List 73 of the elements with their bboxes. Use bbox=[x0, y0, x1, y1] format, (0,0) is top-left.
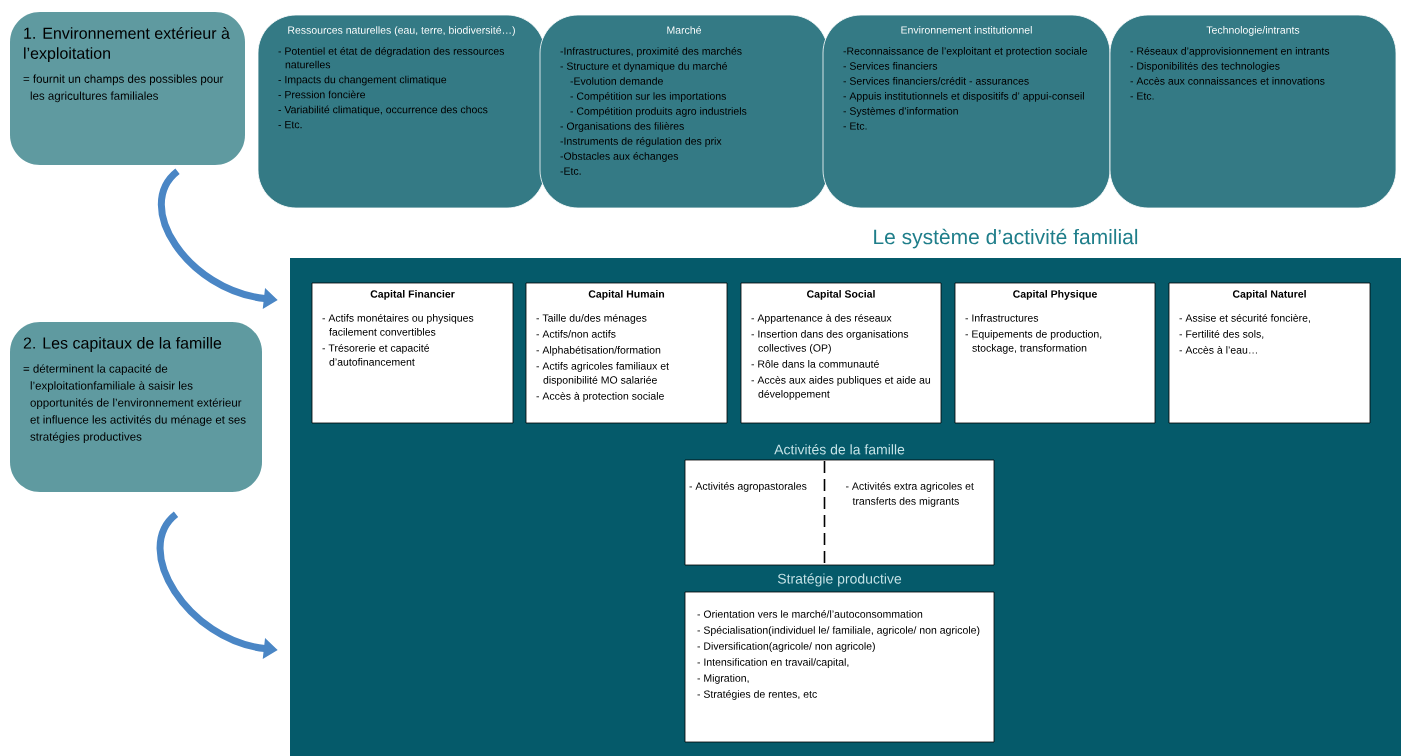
bullet-item: - Actifs monétaires ou physiques facilement convertibles bbox=[322, 313, 474, 336]
bullet-item: - Services financiers/crédit - assurances bbox=[843, 76, 1029, 85]
capital-box bbox=[1168, 282, 1371, 424]
box-heading: Environnement institutionnel bbox=[901, 26, 1032, 34]
bullet-item: - Organisations des filières bbox=[560, 122, 684, 132]
bullet-item: - Etc. bbox=[278, 121, 302, 129]
bullet-item: -Instruments de régulation des prix bbox=[560, 137, 722, 147]
box-heading: Marché bbox=[667, 26, 702, 34]
bullet-item: - Migration, bbox=[697, 674, 749, 684]
section-heading: Activités de la famille bbox=[774, 444, 905, 455]
rounded-box bbox=[10, 12, 245, 165]
bullet-item: - Stratégies de rentes, etc bbox=[697, 690, 817, 700]
bullet-item: - Insertion dans des organisations collectives (OP) bbox=[751, 330, 909, 354]
capital-box bbox=[525, 282, 728, 424]
bullet-item: -Infrastructures, proximité des marchés bbox=[560, 47, 742, 57]
box-heading: 2. Les capitaux de la famille bbox=[23, 337, 222, 352]
bullet-item: - Etc. bbox=[843, 122, 867, 130]
box-text: = fournit un champs des possibles pour les agricultures familiales bbox=[23, 74, 224, 103]
bullet-item: - Diversification(agricole/ non agricole) bbox=[697, 642, 875, 652]
capital-box bbox=[311, 282, 514, 424]
box-heading: Capital Social bbox=[807, 290, 875, 300]
bullet-item: - Compétition produits agro industriels bbox=[570, 107, 747, 117]
bullet-item: - Accès aux connaissances et innovations bbox=[1130, 76, 1325, 85]
bullet-item: - Orientation vers le marché/l’autoconsommation bbox=[697, 610, 923, 618]
section-heading: Stratégie productive bbox=[777, 573, 902, 587]
bullet-item: - Accès à protection sociale bbox=[536, 391, 664, 402]
rounded-box bbox=[1109, 14, 1397, 209]
bullet-item: - Equipements de production, stockage, transformation bbox=[965, 330, 1102, 354]
bullet-item: - Fertilité des sols, bbox=[1179, 329, 1264, 339]
bullet-item: - Systèmes d’information bbox=[843, 106, 958, 117]
bullet-item: - Compétition sur les importations bbox=[570, 92, 726, 102]
bullet-item: - Disponibilités des technologies bbox=[1130, 61, 1280, 72]
box-heading: Capital Physique bbox=[1013, 290, 1097, 300]
bullet-item: - Actifs agricoles familiaux et disponibilité MO salariée bbox=[536, 362, 669, 386]
bullet-item: - Rôle dans la communauté bbox=[751, 359, 879, 368]
box-heading: Ressources naturelles (eau, terre, biodiversité…) bbox=[288, 26, 515, 36]
box-heading: 1. Environnement extérieur à l’exploitation bbox=[24, 27, 230, 63]
bullet-item: - Appuis institutionnels et dispositifs d’ appui-conseil bbox=[843, 92, 1084, 102]
bullet-item: - Trésorerie et capacité d’autofinancement bbox=[322, 343, 430, 366]
box-heading: Technologie/intrants bbox=[1206, 26, 1300, 36]
bullet-item: - Actifs/non actifs bbox=[536, 330, 616, 338]
bullet-item: - Etc. bbox=[1130, 92, 1154, 100]
capital-box bbox=[954, 282, 1156, 424]
rounded-box bbox=[822, 14, 1111, 209]
rounded-box bbox=[10, 322, 262, 492]
bullet-item: - Variabilité climatique, occurrence des chocs bbox=[278, 105, 488, 116]
bullet-item: -Reconnaissance de l’exploitant et protection sociale bbox=[843, 47, 1088, 57]
bullet-item: - Intensification en travail/capital, bbox=[697, 658, 849, 668]
bullet-item: - Taille du/des ménages bbox=[536, 313, 647, 324]
bullet-item: - Structure et dynamique du marché bbox=[560, 62, 727, 72]
bullet-item: - Activités agropastorales bbox=[689, 482, 807, 492]
box-heading: Capital Financier bbox=[370, 290, 455, 300]
bullet-item: -Etc. bbox=[560, 167, 581, 175]
bullet-item: -Evolution demande bbox=[570, 77, 663, 85]
panel-title: Le système d’activité familial bbox=[874, 228, 1138, 249]
bullet-item: - Services financiers bbox=[843, 62, 938, 70]
capital-box bbox=[740, 282, 942, 424]
bullet-item: -Obstacles aux échanges bbox=[560, 152, 679, 162]
bullet-item: - Accès aux aides publiques et aide au développement bbox=[751, 375, 931, 400]
bullet-item: - Spécialisation(individuel le/ familiale, agricole/ non agricole) bbox=[697, 626, 980, 636]
box-text: = déterminent la capacité de l’exploitationfamiliale à saisir les opportunités de l’environnement extérieur et influence les activités du ménage et ses stratégies productives bbox=[23, 364, 246, 443]
bullet-item: - Accès à l’eau… bbox=[1179, 345, 1257, 354]
bullet-item: - Potentiel et état de dégradation des ressources naturelles bbox=[278, 47, 505, 69]
bullet-item: - Alphabétisation/formation bbox=[536, 345, 661, 356]
bullet-item: - Infrastructures bbox=[965, 314, 1039, 322]
bullet-item: - Impacts du changement climatique bbox=[278, 75, 447, 86]
box-heading: Capital Naturel bbox=[1232, 290, 1306, 300]
bullet-item: - Réseaux d’approvisionnement en intrants bbox=[1130, 46, 1330, 57]
bullet-item: - Assise et sécurité foncière, bbox=[1179, 313, 1310, 323]
bullet-item: - Appartenance à des réseaux bbox=[751, 313, 892, 324]
bullet-item: - Pression foncière bbox=[278, 90, 366, 99]
box-heading: Capital Humain bbox=[588, 290, 665, 300]
bullet-item: - Activités extra agricoles et transferts des migrants bbox=[846, 482, 974, 507]
